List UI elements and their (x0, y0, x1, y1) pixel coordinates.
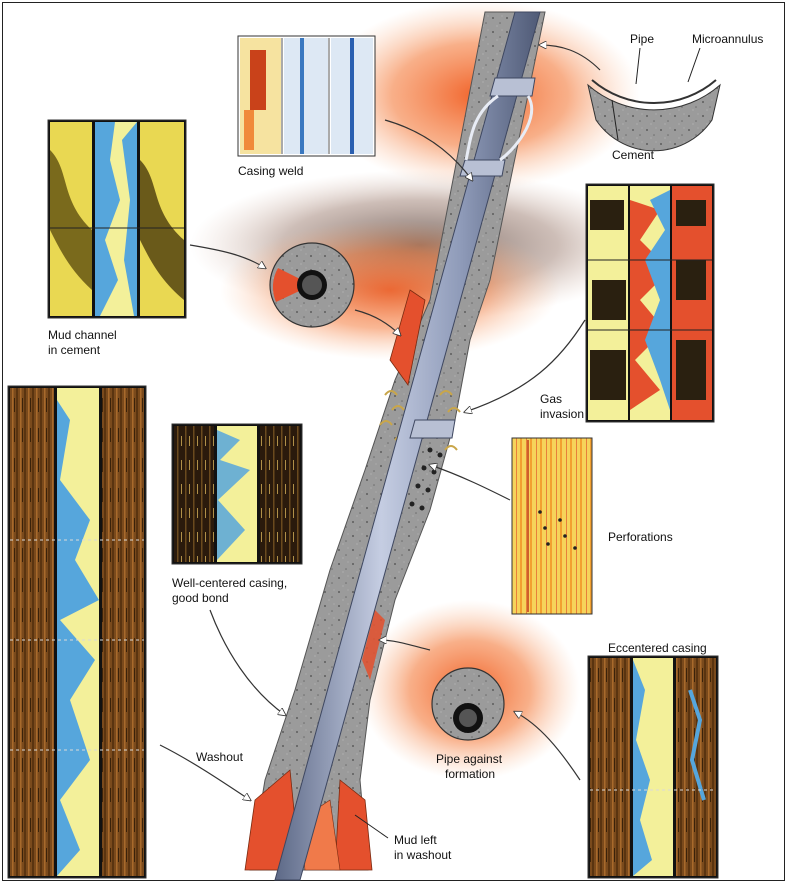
label-eccentered: Eccentered casing (608, 641, 707, 655)
label-mud-channel-2: in cement (48, 343, 100, 357)
log-perforations (512, 438, 592, 614)
log-washout-left (8, 386, 146, 878)
label-mud-left-1: Mud left (394, 833, 437, 847)
label-gas-1: Gas (540, 392, 562, 406)
label-mud-channel-1: Mud channel (48, 328, 117, 342)
log-eccentered (588, 656, 718, 878)
label-microannulus: Microannulus (692, 32, 763, 46)
label-pipe: Pipe (630, 32, 654, 46)
label-mud-left-2: in washout (394, 848, 451, 862)
label-well-centered-1: Well-centered casing, (172, 576, 287, 590)
log-gas-invasion (586, 184, 714, 422)
label-pipe-against-2: formation (445, 767, 495, 781)
label-perforations: Perforations (608, 530, 673, 544)
label-gas-2: invasion (540, 407, 584, 421)
label-casing-weld: Casing weld (238, 164, 303, 178)
mud-channel-section (270, 243, 354, 327)
log-mud-channel (48, 120, 186, 318)
label-cement: Cement (612, 148, 654, 162)
log-casing-weld (238, 36, 375, 156)
label-pipe-against-1: Pipe against (436, 752, 502, 766)
label-washout: Washout (196, 750, 243, 764)
log-well-centered (172, 424, 302, 564)
label-well-centered-2: good bond (172, 591, 229, 605)
pipe-against-formation-section (432, 668, 504, 740)
